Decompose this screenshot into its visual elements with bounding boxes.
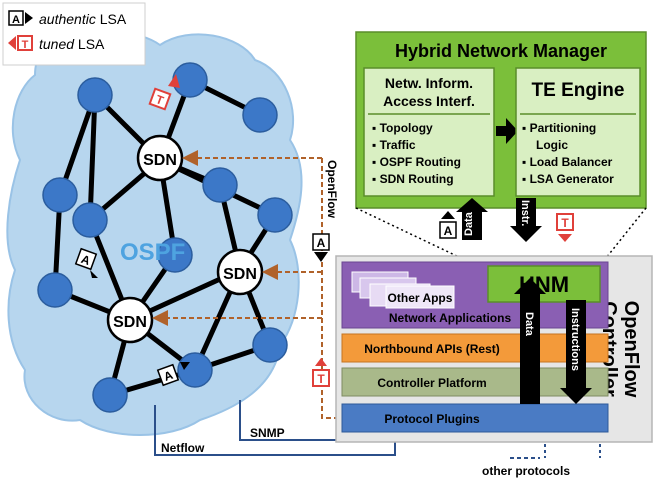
te-item: LSA Generator: [530, 172, 615, 186]
sdn-node-label: SDN: [113, 314, 147, 331]
legend-authentic-text: authentic LSA: [39, 11, 127, 27]
niai-to-te-arrow: [496, 118, 518, 144]
northbound-label: Northbound APIs (Rest): [364, 342, 500, 356]
ospf-routers: [37, 62, 293, 413]
sdn-node: SDN: [106, 296, 154, 344]
hnm-data-arrow: Data: [456, 198, 488, 240]
ospf-router-node: [257, 197, 293, 233]
ospf-router-node: [242, 97, 278, 133]
svg-text:▪ SDN Routing: ▪ SDN Routing: [372, 172, 454, 186]
te-engine-panel: [515, 67, 641, 197]
openflow-controller: OpenFlow Controller Other Apps HNM Netwo…: [335, 255, 653, 443]
svg-text:▪ OSPF Routing: ▪ OSPF Routing: [372, 155, 461, 169]
svg-text:▪ Load Balancer: ▪ Load Balancer: [522, 155, 613, 169]
hybrid-network-manager: Hybrid Network Manager Netw. Inform. Acc…: [355, 31, 647, 209]
svg-text:Data: Data: [463, 211, 475, 236]
ospf-router-node: [77, 77, 113, 113]
network-applications-label: Network Applications: [389, 311, 512, 325]
niai-item: Topology: [380, 121, 433, 135]
svg-text:▪ Partitioning: ▪ Partitioning: [522, 121, 596, 135]
hnm-title: Hybrid Network Manager: [395, 41, 607, 61]
svg-text:A: A: [444, 224, 453, 238]
ospf-router-node: [92, 377, 128, 413]
hnm-instr-tuned-badge: T: [556, 213, 574, 242]
svg-text:A: A: [12, 14, 20, 26]
snmp-label: SNMP: [250, 426, 285, 440]
svg-text:Instr.: Instr.: [519, 200, 531, 226]
ospf-router-node: [172, 62, 208, 98]
other-apps-label: Other Apps: [388, 291, 453, 305]
svg-text:T: T: [317, 372, 325, 386]
plugins-label: Protocol Plugins: [384, 412, 480, 426]
sdn-node: SDN: [216, 248, 264, 296]
svg-text:▪ Topology: ▪ Topology: [372, 121, 433, 135]
authentic-lsa-badge: A: [74, 247, 98, 278]
controller-instructions-arrow: [566, 300, 586, 392]
ospf-router-node: [157, 237, 193, 273]
ospf-router-node: [42, 177, 78, 213]
legend: A authentic LSA T tuned LSA: [2, 2, 146, 66]
controller-instructions-label: Instructions: [569, 308, 581, 371]
ospf-router-node: [202, 167, 238, 203]
niai-panel: [363, 67, 495, 197]
controller-data-label: Data: [523, 312, 535, 337]
openflow-tuned-badge: T: [312, 358, 330, 387]
other-apps-box: [385, 285, 455, 309]
te-item: Logic: [536, 138, 568, 152]
tuned-lsa-badge: T: [148, 74, 180, 111]
te-item: Partitioning: [530, 121, 597, 135]
legend-tuned-icon: T: [8, 35, 33, 51]
niai-title-2: Access Interf.: [383, 93, 475, 109]
other-protocol-links: [510, 432, 601, 459]
te-engine-title: TE Engine: [532, 80, 625, 101]
openflow-label: OpenFlow: [325, 160, 339, 219]
niai-item: OSPF Routing: [380, 155, 461, 169]
plugins-layer: [341, 403, 609, 433]
netflow-label: Netflow: [161, 441, 205, 455]
sdn-node: SDN: [136, 134, 184, 182]
link: [87, 92, 98, 223]
sdn-node-label: SDN: [223, 266, 257, 283]
openflow-authentic-badge: A: [312, 233, 330, 262]
ospf-router-node: [252, 327, 288, 363]
northbound-layer: [341, 333, 609, 363]
svg-text:T: T: [561, 216, 569, 230]
niai-item: SDN Routing: [380, 172, 454, 186]
svg-text:T: T: [22, 39, 29, 51]
hnm-instr-arrow: Instr.: [510, 198, 542, 242]
hnm-app-box: [487, 265, 601, 303]
svg-text:▪ LSA Generator: ▪ LSA Generator: [522, 172, 614, 186]
ospf-label: OSPF: [120, 239, 185, 266]
niai-item: Traffic: [380, 138, 416, 152]
niai-title-1: Netw. Inform.: [385, 75, 473, 91]
authentic-lsa-badge: A: [156, 362, 190, 387]
legend-tuned-text: tuned LSA: [39, 36, 105, 52]
ospf-router-node: [177, 352, 213, 388]
platform-label: Controller Platform: [377, 376, 486, 390]
ospf-router-node: [37, 272, 73, 308]
controller-title: OpenFlow: [620, 301, 642, 398]
sdn-node-label: SDN: [143, 152, 177, 169]
ospf-router-node: [72, 202, 108, 238]
svg-text:▪ Traffic: ▪ Traffic: [372, 138, 416, 152]
legend-authentic-icon: A: [8, 10, 33, 26]
controller-data-arrow: [520, 288, 540, 404]
svg-text:A: A: [317, 236, 326, 250]
te-item: Load Balancer: [530, 155, 613, 169]
hnm-data-authentic-badge: A: [439, 211, 457, 239]
other-protocols-label: other protocols: [482, 464, 570, 478]
